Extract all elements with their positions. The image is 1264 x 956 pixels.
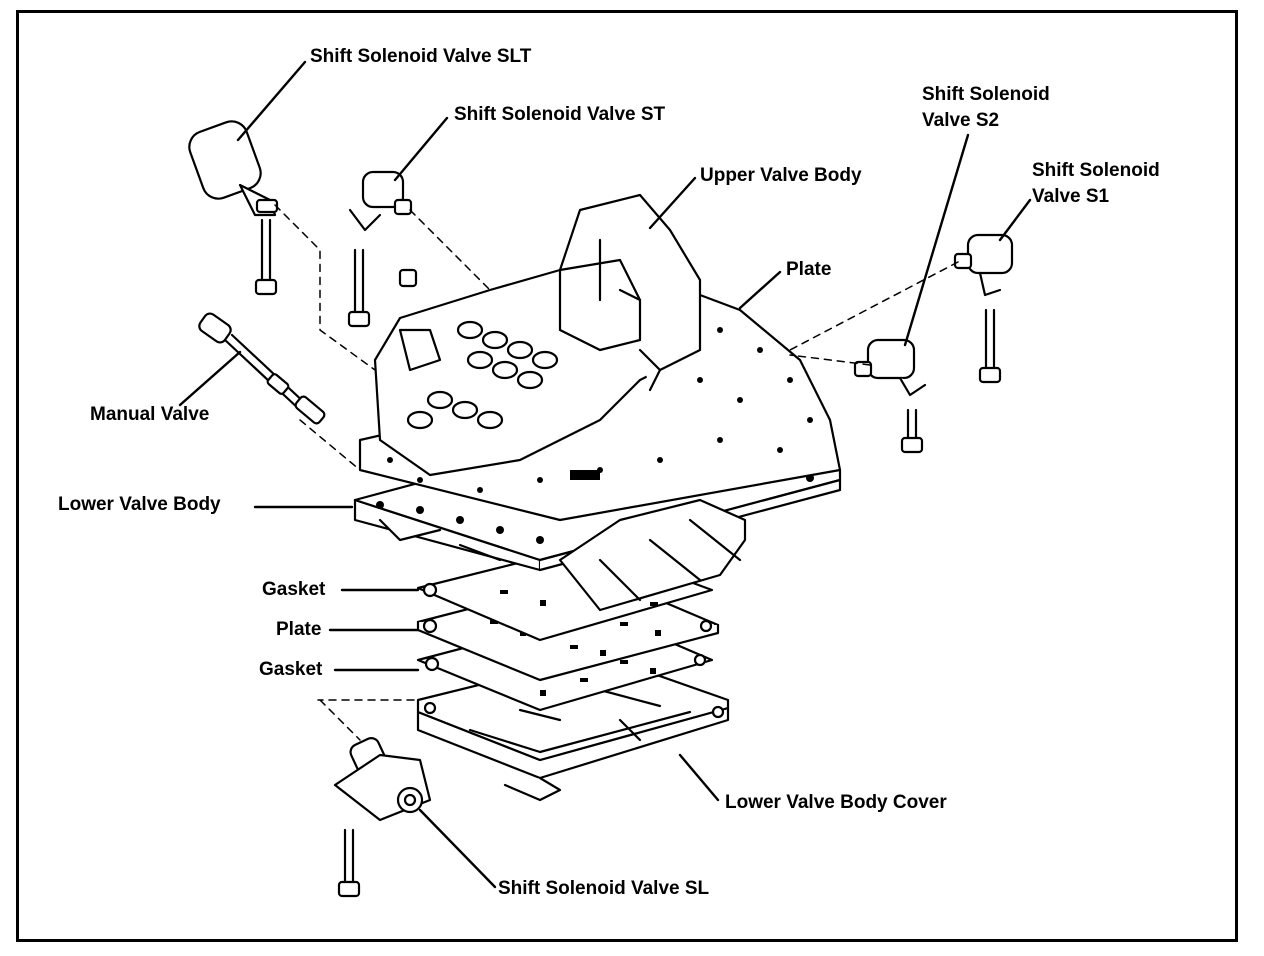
leader-lines <box>178 60 1032 889</box>
solenoid-st-part <box>348 170 413 232</box>
label-upper-valve-body: Upper Valve Body <box>700 165 862 186</box>
solenoid-slt-part <box>188 120 279 217</box>
label-plate-top: Plate <box>786 259 832 280</box>
label-lower-valve-body-cover: Lower Valve Body Cover <box>725 792 947 813</box>
bolt-slt <box>254 218 278 296</box>
bolt-sl <box>337 828 361 898</box>
manual-valve-part <box>198 312 326 425</box>
solenoid-sl-part <box>333 737 432 822</box>
label-gasket-top: Gasket <box>262 579 326 600</box>
label-shift-solenoid-sl: Shift Solenoid Valve SL <box>498 878 710 899</box>
bolt-s2 <box>900 408 924 454</box>
alignment-lines <box>274 204 959 741</box>
bolt-s1 <box>978 308 1002 384</box>
label-shift-solenoid-slt: Shift Solenoid Valve SLT <box>310 46 532 67</box>
label-plate-middle: Plate <box>276 619 322 640</box>
solenoid-s1-part <box>953 233 1014 297</box>
label-gasket-bottom: Gasket <box>259 659 323 680</box>
solenoid-s2-part <box>853 338 927 397</box>
bolt-st <box>347 248 418 328</box>
label-shift-solenoid-st: Shift Solenoid Valve ST <box>454 104 666 125</box>
label-lower-valve-body: Lower Valve Body <box>58 494 221 515</box>
upper-valve-body-part <box>373 193 702 477</box>
label-manual-valve: Manual Valve <box>90 404 210 425</box>
